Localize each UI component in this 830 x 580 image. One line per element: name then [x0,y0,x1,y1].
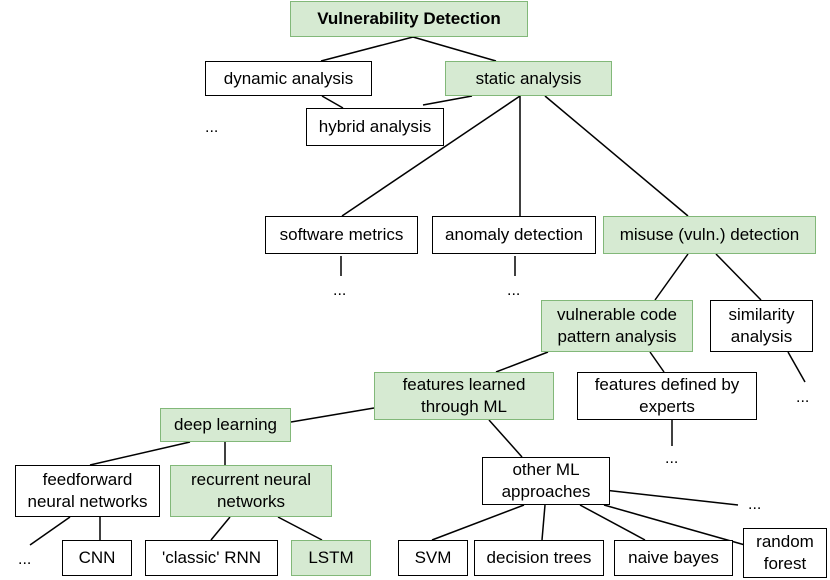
edge-2 [321,95,344,109]
node-rforest: random forest [743,528,827,578]
edge-6 [544,95,689,217]
edge-26 [603,504,746,546]
node-experts: features defined by experts [577,372,757,420]
ellipsis-experts: ... [665,450,679,467]
ellipsis-anomaly: ... [507,282,521,299]
node-nbayes: naive bayes [614,540,733,576]
node-cnn: CNN [62,540,132,576]
edge-13 [787,351,806,383]
edge-3 [422,95,473,106]
node-classicrnn: 'classic' RNN [145,540,278,576]
node-ffnn: feedforward neural networks [15,465,160,517]
edge-11 [495,351,549,373]
ellipsis-ffnn: ... [18,551,32,568]
node-otherml: other ML approaches [482,457,610,505]
node-similarity: similarity analysis [710,300,813,352]
edge-22 [277,516,323,541]
edge-23 [431,504,525,541]
ellipsis-similarity: ... [796,389,810,406]
edge-0 [320,36,414,62]
edge-15 [290,407,375,423]
node-static: static analysis [445,61,612,96]
edge-21 [210,516,231,541]
edge-24 [541,504,546,541]
ellipsis-metrics: ... [333,282,347,299]
ellipsis-otherml: ... [748,496,762,513]
node-dtrees: decision trees [474,540,604,576]
edge-25 [579,504,646,541]
edge-12 [649,351,665,373]
node-root: Vulnerability Detection [290,1,528,37]
node-metrics: software metrics [265,216,418,254]
node-learned: features learned through ML [374,372,554,420]
edge-16 [488,419,523,458]
edge-10 [715,253,762,301]
node-rnn: recurrent neural networks [170,465,332,517]
edge-17 [89,441,191,466]
edge-27 [603,489,739,506]
node-deep: deep learning [160,408,291,442]
edge-5 [341,95,521,217]
edge-9 [654,253,689,301]
node-hybrid: hybrid analysis [306,108,444,146]
edge-19 [29,516,71,546]
ellipsis-dyn: ... [205,119,219,136]
node-svm: SVM [398,540,468,576]
node-dynamic: dynamic analysis [205,61,372,96]
node-lstm: LSTM [291,540,371,576]
node-anomaly: anomaly detection [432,216,596,254]
node-misuse: misuse (vuln.) detection [603,216,816,254]
node-vcpa: vulnerable code pattern analysis [541,300,693,352]
edge-1 [412,36,497,62]
